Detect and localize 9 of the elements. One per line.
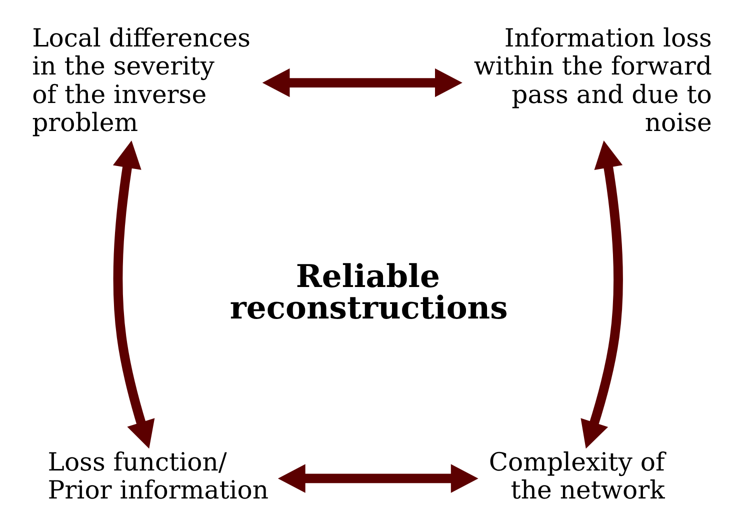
arrow	[262, 68, 462, 97]
node-text: Reliable reconstructions	[230, 258, 508, 326]
node-text: Complexity of the network	[488, 446, 665, 504]
node-text: Local differences in the severity of the inverse problem	[32, 22, 251, 137]
arrow	[580, 140, 623, 448]
arrow	[112, 140, 155, 448]
node-text: Information loss within the forward pass and due to noise	[474, 22, 712, 137]
node-text: Loss function/ Prior information	[48, 446, 269, 504]
arrow	[278, 464, 478, 492]
